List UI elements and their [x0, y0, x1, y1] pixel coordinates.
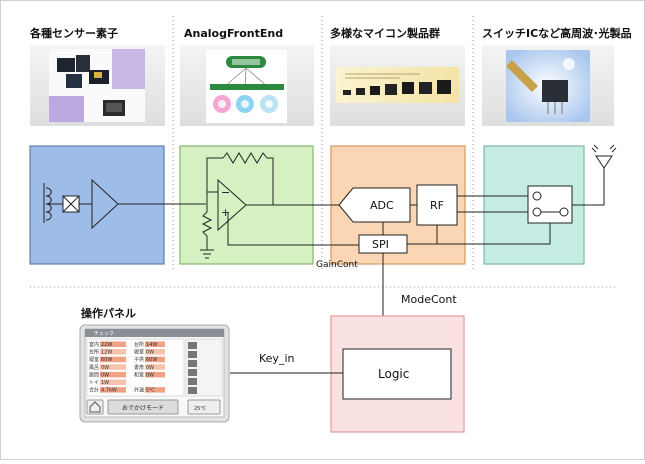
- logic-block: [342, 348, 452, 400]
- gaincont-label: GainCont: [316, 260, 358, 270]
- lcd-cell: 5℃: [146, 388, 155, 394]
- lcd-value-bar: [100, 349, 126, 355]
- lcd-value-bar: [100, 341, 126, 347]
- adc-label: ADC: [370, 199, 394, 212]
- switch-terminal: [532, 207, 542, 217]
- lcd-value-bar: [145, 356, 165, 363]
- antenna-icon: [591, 144, 617, 169]
- logic-label: Logic: [378, 367, 409, 381]
- rf-transceiver-block: [416, 184, 458, 226]
- lcd-cell: 外温: [134, 387, 144, 394]
- lcd-value-bar: [145, 371, 165, 378]
- lcd-icon-column: [188, 342, 197, 394]
- lcd-value-bar: [100, 356, 126, 363]
- header-mcu: 多様なマイコン製品群: [330, 26, 440, 40]
- lcd-cell: 60W: [101, 357, 112, 363]
- sensor-block: [29, 145, 165, 265]
- mode-button-label: おでかけモード: [122, 405, 164, 412]
- ground-icon: [200, 249, 214, 259]
- lcd-cell: 風呂: [89, 365, 99, 371]
- lcd-cell: 0W: [101, 365, 109, 371]
- afe-photo: [180, 45, 314, 126]
- lcd-cell: 0W: [101, 372, 109, 378]
- lcd-value-bar: [145, 364, 165, 370]
- gaincont-wire: [227, 213, 359, 246]
- lcd-value-bar: [100, 379, 126, 385]
- lcd-cell: 0W: [146, 365, 154, 371]
- home-icon: [89, 401, 101, 413]
- op-amp-plus-label: +: [221, 206, 230, 219]
- lcd-value-bar: [145, 349, 165, 355]
- lcd-value-bar: [145, 387, 165, 393]
- lcd-cell: 寝室: [134, 349, 144, 356]
- lcd-cell: 台所: [89, 349, 99, 356]
- header-afe: AnalogFrontEnd: [184, 27, 283, 40]
- lcd-cell: 0W: [146, 350, 154, 356]
- lcd-cell: 和室: [134, 371, 144, 378]
- lcd-cell: 14W: [146, 342, 157, 348]
- lcd-cell: 書斎: [134, 364, 144, 371]
- lcd-value-bar: [100, 371, 126, 378]
- input-resistor-icon: [201, 211, 213, 250]
- feedback-network: [206, 152, 274, 212]
- lcd-cell: 居間: [89, 372, 99, 378]
- lcd-value-bar: [145, 341, 165, 347]
- lcd-cell: 台所: [134, 341, 144, 348]
- sensor-photo: [30, 45, 165, 126]
- lcd-cell: 60W: [146, 357, 157, 363]
- op-amp-minus-label: −: [221, 186, 230, 199]
- lcd-cell: トイレ: [89, 380, 104, 386]
- switch-terminal: [532, 191, 542, 201]
- lcd-cell: 4.7kW: [101, 388, 117, 394]
- buffer-amp-icon: [91, 178, 119, 230]
- lcd-cell: 1W: [101, 380, 109, 386]
- spi-label: SPI: [372, 238, 389, 251]
- rf-label: RF: [430, 199, 444, 212]
- header-rf: スイッチICなど高周波･光製品: [482, 26, 632, 40]
- lcd-cell: 子供: [134, 356, 144, 363]
- lcd-value-bar: [100, 364, 126, 370]
- wire-switch-control: [407, 223, 551, 245]
- lcd-cell: 12W: [101, 350, 112, 356]
- coil-sensor-icon: [43, 183, 63, 223]
- mcu-photo: [330, 45, 465, 126]
- lcd-cell: 0W: [146, 372, 154, 378]
- lcd-temp: 25℃: [194, 406, 206, 412]
- panel-title: 操作パネル: [81, 306, 136, 320]
- mode-button: [107, 399, 179, 415]
- wire-switch-antenna: [572, 168, 605, 206]
- lcd-cell: 室内: [89, 341, 99, 348]
- sensor-element-icon: [62, 195, 80, 213]
- header-sensors: 各種センサー素子: [29, 26, 118, 40]
- lcd-cell: 22W: [101, 342, 112, 348]
- keyin-label: Key_in: [259, 352, 294, 365]
- op-amp-icon: [217, 178, 247, 232]
- rf-switch-block: [527, 185, 573, 224]
- switch-terminal: [559, 207, 569, 217]
- lcd-header: チェック: [94, 331, 114, 337]
- lcd-cell: 合計: [89, 387, 99, 394]
- lcd-value-bar: [100, 387, 126, 393]
- modecont-label: ModeCont: [401, 293, 457, 306]
- lcd-cell: 寝室: [89, 356, 99, 363]
- rf-photo: [482, 45, 614, 126]
